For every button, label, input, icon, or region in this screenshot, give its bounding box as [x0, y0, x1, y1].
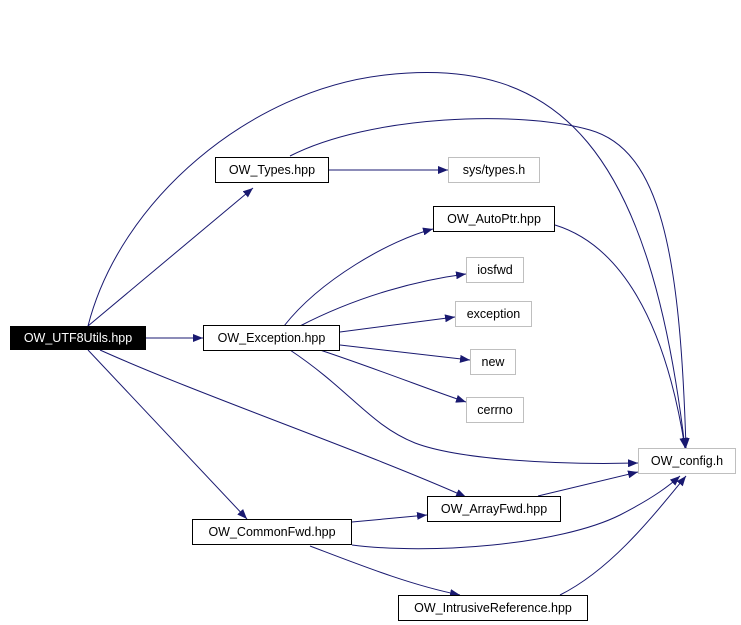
edge-autoptr-config: [554, 224, 688, 449]
edge-commonfwd-arrayfwd: [351, 511, 428, 523]
node-arrayfwd[interactable]: OW_ArrayFwd.hpp: [427, 496, 561, 522]
edge-exception-iosfwd: [299, 271, 467, 327]
edge-exception-config: [289, 349, 639, 468]
edge-exception-exceptionsys: [339, 314, 456, 333]
node-utf8utils: OW_UTF8Utils.hpp: [10, 326, 146, 350]
edge-types-config: [289, 118, 690, 449]
node-exception-hpp[interactable]: OW_Exception.hpp: [203, 325, 340, 351]
node-autoptr[interactable]: OW_AutoPtr.hpp: [433, 206, 555, 232]
node-cerrno: cerrno: [466, 397, 524, 423]
edge-exception-new: [339, 344, 471, 363]
node-exception-sys: exception: [455, 301, 532, 327]
node-new: new: [470, 349, 516, 375]
edge-utf8utils-commonfwd: [87, 349, 248, 520]
node-intrusiveref[interactable]: OW_IntrusiveReference.hpp: [398, 595, 588, 621]
edge-utf8utils-config: [87, 71, 688, 449]
edge-exception-cerrno: [319, 349, 467, 403]
edge-commonfwd-config: [351, 475, 681, 550]
edge-exception-autoptr: [283, 227, 434, 327]
edge-commonfwd-intrusiveref: [309, 545, 461, 597]
node-sys-types: sys/types.h: [448, 157, 540, 183]
node-iosfwd: iosfwd: [466, 257, 524, 283]
node-config: OW_config.h: [638, 448, 736, 474]
edge-arrayfwd-config: [537, 470, 639, 497]
edge-utf8utils-types: [87, 187, 254, 327]
node-commonfwd[interactable]: OW_CommonFwd.hpp: [192, 519, 352, 545]
node-types[interactable]: OW_Types.hpp: [215, 157, 329, 183]
edge-utf8utils-arrayfwd: [99, 349, 467, 498]
edge-intrusiveref-config: [559, 475, 687, 596]
